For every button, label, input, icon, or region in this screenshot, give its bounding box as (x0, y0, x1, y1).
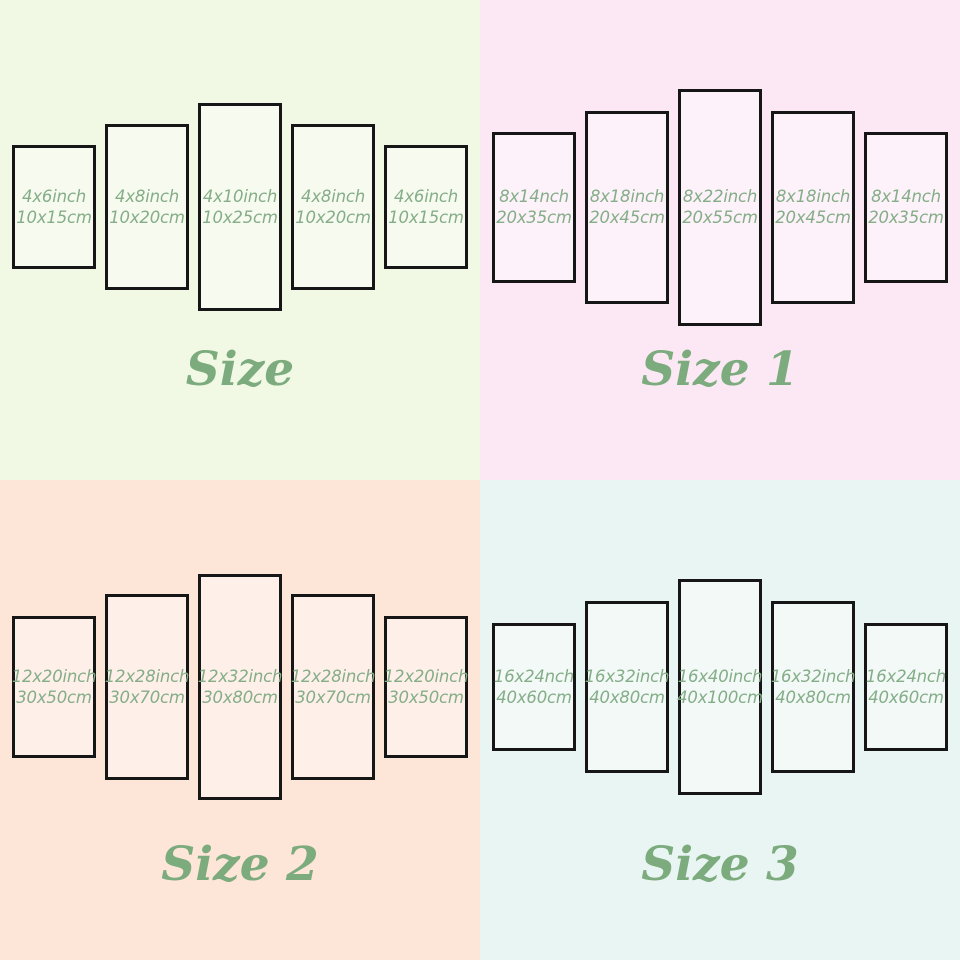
panel-size-cm: 40x60cm (496, 688, 572, 707)
panel-5: 12x20inch 30x50cm (384, 616, 468, 758)
panel-5: 16x24nch 40x60cm (864, 623, 948, 751)
quadrant-size-2: 12x20inch 30x50cm 12x28inch 30x70cm 12x3… (0, 480, 480, 960)
panel-2: 12x28inch 30x70cm (105, 594, 189, 780)
panel-2: 16x32inch 40x80cm (585, 601, 669, 773)
panel-size-cm: 20x35cm (868, 208, 944, 227)
panel-size-cm: 30x70cm (295, 688, 371, 707)
panel-4: 4x8inch 10x20cm (291, 124, 375, 290)
panel-1: 16x24nch 40x60cm (492, 623, 576, 751)
panel-size-inch: 16x24nch (493, 666, 575, 686)
panel-2: 8x18inch 20x45cm (585, 110, 669, 304)
quadrant-size-3: 16x24nch 40x60cm 16x32inch 40x80cm 16x40… (480, 480, 960, 960)
panel-size-inch: 8x14nch (871, 186, 941, 206)
panel-size-inch: 16x40inch (677, 666, 763, 686)
panel-size-cm: 10x15cm (16, 208, 92, 227)
panel-3: 8x22inch 20x55cm (678, 88, 762, 326)
panel-size-cm: 40x100cm (677, 688, 763, 707)
size-group-title: Size 1 (641, 342, 799, 397)
panel-size-cm: 30x70cm (109, 688, 185, 707)
panel-1: 4x6inch 10x15cm (12, 145, 96, 269)
panel-size-inch: 16x32inch (770, 666, 856, 686)
panel-size-cm: 30x80cm (202, 688, 278, 707)
panel-row: 4x6inch 10x15cm 4x8inch 10x20cm 4x10inch… (0, 0, 480, 414)
panel-row: 16x24nch 40x60cm 16x32inch 40x80cm 16x40… (480, 480, 960, 894)
panel-size-cm: 20x55cm (682, 208, 758, 227)
panel-size-cm: 10x25cm (202, 208, 278, 227)
panel-size-inch: 4x6inch (22, 186, 86, 206)
panel-4: 12x28inch 30x70cm (291, 594, 375, 780)
panel-size-cm: 20x45cm (589, 208, 665, 227)
panel-size-inch: 8x18inch (775, 186, 851, 206)
size-group-title: Size (185, 342, 295, 397)
panel-size-inch: 12x20inch (383, 666, 469, 686)
panel-2: 4x8inch 10x20cm (105, 124, 189, 290)
panel-size-cm: 40x60cm (868, 688, 944, 707)
panel-size-inch: 12x28inch (104, 666, 190, 686)
panel-size-cm: 40x80cm (775, 688, 851, 707)
panel-size-inch: 16x24nch (865, 666, 947, 686)
panel-4: 8x18inch 20x45cm (771, 110, 855, 304)
panel-size-cm: 20x45cm (775, 208, 851, 227)
panel-size-inch: 4x6inch (394, 186, 458, 206)
panel-5: 8x14nch 20x35cm (864, 131, 948, 283)
panel-size-inch: 8x22inch (682, 186, 758, 206)
panel-1: 12x20inch 30x50cm (12, 616, 96, 758)
panel-4: 16x32inch 40x80cm (771, 601, 855, 773)
panel-3: 12x32inch 30x80cm (198, 574, 282, 800)
quadrant-size-1: 8x14nch 20x35cm 8x18inch 20x45cm 8x22inc… (480, 0, 960, 480)
panel-5: 4x6inch 10x15cm (384, 145, 468, 269)
panel-size-cm: 10x20cm (295, 208, 371, 227)
panel-size-inch: 12x32inch (197, 666, 283, 686)
panel-3: 4x10inch 10x25cm (198, 103, 282, 311)
panel-size-inch: 8x14nch (499, 186, 569, 206)
panel-size-cm: 10x15cm (388, 208, 464, 227)
panel-3: 16x40inch 40x100cm (677, 579, 763, 795)
panel-size-cm: 10x20cm (109, 208, 185, 227)
panel-row: 12x20inch 30x50cm 12x28inch 30x70cm 12x3… (0, 480, 480, 894)
quadrant-size: 4x6inch 10x15cm 4x8inch 10x20cm 4x10inch… (0, 0, 480, 480)
panel-size-inch: 12x28inch (290, 666, 376, 686)
panel-size-cm: 30x50cm (16, 688, 92, 707)
panel-size-cm: 20x35cm (496, 208, 572, 227)
size-group-title: Size 3 (641, 837, 799, 892)
panel-size-inch: 4x8inch (301, 186, 365, 206)
size-group-title: Size 2 (161, 837, 319, 892)
panel-size-cm: 40x80cm (589, 688, 665, 707)
panel-size-inch: 4x8inch (115, 186, 179, 206)
panel-size-inch: 4x10inch (202, 186, 278, 206)
panel-size-inch: 8x18inch (589, 186, 665, 206)
panel-size-cm: 30x50cm (388, 688, 464, 707)
panel-row: 8x14nch 20x35cm 8x18inch 20x45cm 8x22inc… (480, 0, 960, 414)
panel-size-inch: 12x20inch (11, 666, 97, 686)
panel-1: 8x14nch 20x35cm (492, 131, 576, 283)
panel-size-inch: 16x32inch (584, 666, 670, 686)
